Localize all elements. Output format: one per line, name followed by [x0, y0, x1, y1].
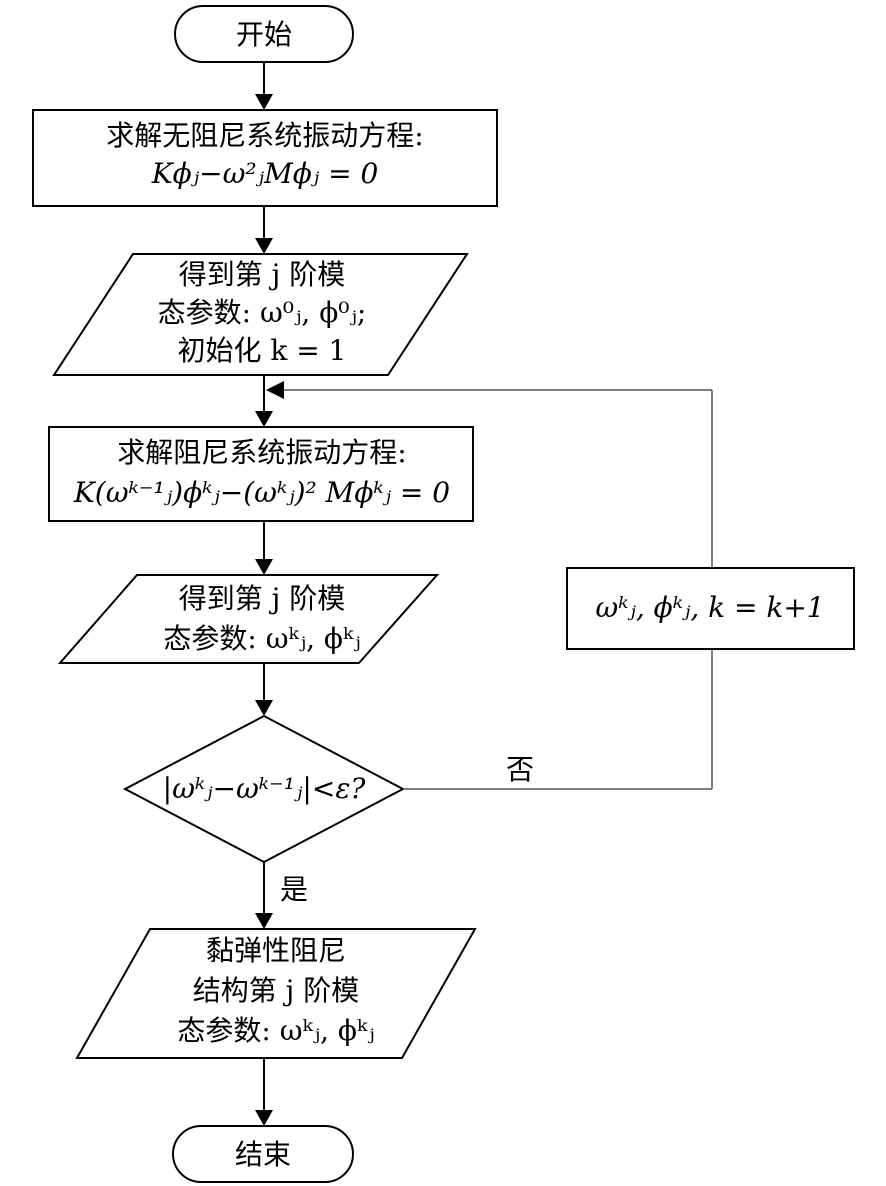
- arrow-step3-to-step4: [255, 521, 273, 575]
- step3-shape: [48, 426, 474, 522]
- arrow-step1-to-step2: [255, 206, 273, 254]
- step5-line2: 结构第 j 阶模: [193, 974, 359, 1007]
- step5-data-box: 黏弹性阻尼 结构第 j 阶模 态参数: ωᵏⱼ, ϕᵏⱼ: [75, 928, 477, 1059]
- start-label: 开始: [236, 18, 292, 51]
- step2-shape: [52, 253, 469, 376]
- end-label: 结束: [235, 1138, 291, 1171]
- step5-line1: 黏弹性阻尼: [206, 934, 346, 967]
- step1-shape: [32, 109, 498, 207]
- step4-line1: 得到第 j 阶模: [179, 582, 345, 615]
- update-shape: [566, 567, 855, 650]
- decision-diamond: |ωᵏⱼ−ωᵏ⁻¹ⱼ|<ε?: [122, 714, 406, 864]
- arrow-decision-to-step5: 是: [255, 862, 308, 929]
- arrow-step4-to-decision: [255, 663, 273, 716]
- step3-line2: K(ωᵏ⁻¹ⱼ)ϕᵏⱼ−(ωᵏⱼ)² Mϕᵏⱼ = 0: [73, 476, 450, 509]
- update-process-box: ωᵏⱼ, ϕᵏⱼ, k = k+1: [566, 567, 855, 650]
- yes-label: 是: [280, 873, 308, 906]
- step2-line2: 态参数: ω⁰ⱼ, ϕ⁰ⱼ;: [158, 296, 367, 329]
- step1-line2: Kϕⱼ−ω²ⱼMϕⱼ = 0: [151, 157, 379, 190]
- update-label: ωᵏⱼ, ϕᵏⱼ, k = k+1: [595, 591, 824, 624]
- step2-data-box: 得到第 j 阶模 态参数: ω⁰ⱼ, ϕ⁰ⱼ; 初始化 k = 1: [52, 253, 469, 376]
- step4-line2: 态参数: ωᵏⱼ, ϕᵏⱼ: [163, 622, 360, 655]
- step3-process-box: 求解阻尼系统振动方程: K(ωᵏ⁻¹ⱼ)ϕᵏⱼ−(ωᵏⱼ)² Mϕᵏⱼ = 0: [48, 426, 474, 522]
- step1-line1: 求解无阻尼系统振动方程:: [106, 119, 423, 152]
- end-terminator: 结束: [172, 1125, 354, 1183]
- arrow-step5-to-end: [255, 1058, 273, 1126]
- decision-label: |ωᵏⱼ−ωᵏ⁻¹ⱼ|<ε?: [163, 772, 367, 805]
- step5-shape: [75, 928, 477, 1059]
- step3-line1: 求解阻尼系统振动方程:: [117, 436, 406, 469]
- step1-process-box: 求解无阻尼系统振动方程: Kϕⱼ−ω²ⱼMϕⱼ = 0: [32, 109, 498, 207]
- arrow-start-to-step1: [255, 62, 273, 110]
- step4-data-box: 得到第 j 阶模 态参数: ωᵏⱼ, ϕᵏⱼ: [57, 574, 440, 664]
- arrow-step2-to-step3: [255, 375, 273, 427]
- loop-back-connector: [266, 381, 713, 568]
- end-shape: [172, 1125, 354, 1183]
- start-terminator: 开始: [174, 5, 354, 63]
- step4-shape: [57, 574, 440, 664]
- step2-line1: 得到第 j 阶模: [179, 258, 345, 291]
- no-branch-connector: 否: [403, 649, 713, 790]
- step2-line3: 初始化 k = 1: [178, 334, 347, 367]
- no-label: 否: [506, 753, 534, 786]
- step5-line3: 态参数: ωᵏⱼ, ϕᵏⱼ: [177, 1014, 374, 1047]
